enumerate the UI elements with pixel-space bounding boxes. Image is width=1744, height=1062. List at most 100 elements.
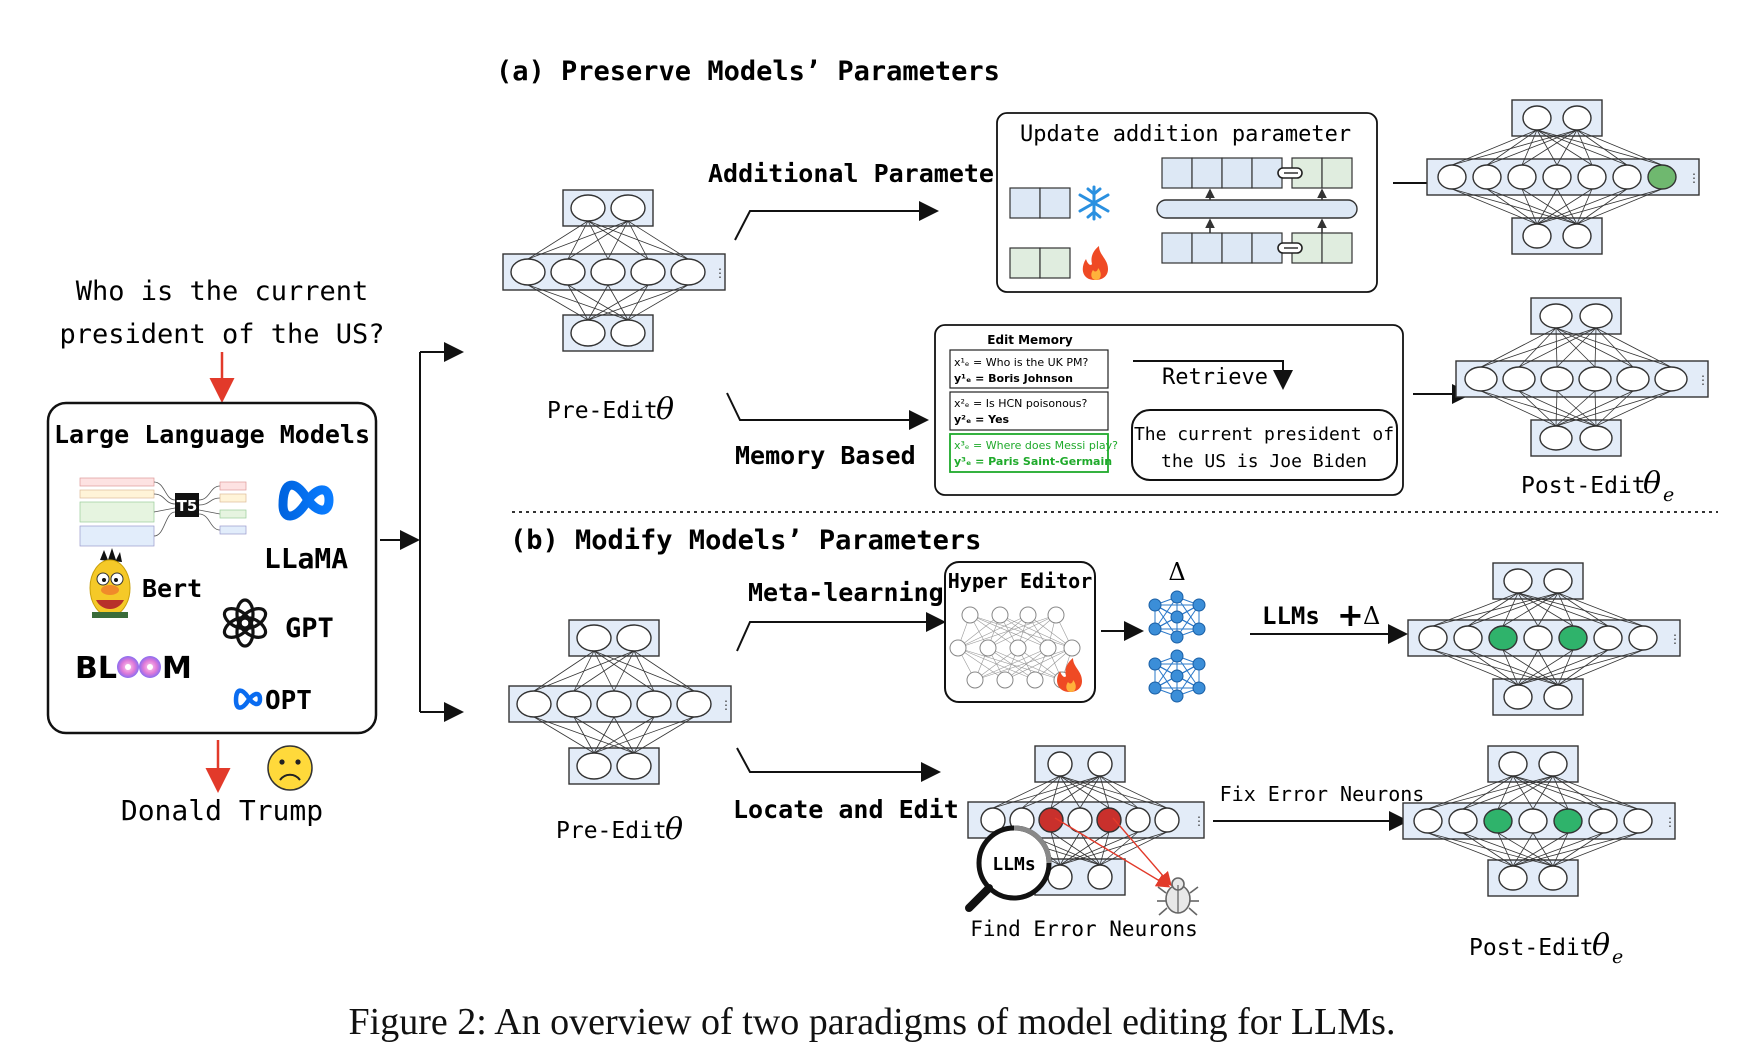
neuron (1087, 864, 1113, 890)
memory-entry-1-y: y¹ₑ = Boris Johnson (954, 372, 1073, 385)
edge (1480, 327, 1597, 368)
neuron (1498, 865, 1528, 891)
edge (567, 284, 589, 321)
edge (1050, 775, 1061, 809)
delta-network-icon-1 (1148, 590, 1206, 644)
edge (633, 650, 655, 692)
param-bar (1156, 199, 1358, 219)
edge (1536, 129, 1593, 166)
edge (1556, 390, 1597, 427)
post-edit-theta-sub-a: e (1663, 484, 1674, 506)
edge (593, 716, 695, 754)
neuron (991, 606, 1009, 624)
neuron (1096, 807, 1122, 833)
edge (1536, 129, 1558, 166)
neuron (1553, 808, 1583, 834)
neuron (1543, 568, 1573, 594)
neuron (1522, 105, 1552, 131)
edge (1552, 832, 1604, 867)
edge (1517, 649, 1644, 686)
edge (957, 614, 1057, 649)
neuron (1503, 684, 1533, 710)
neuron (1087, 751, 1113, 777)
edge (1467, 649, 1519, 686)
magnifier-icon (965, 825, 1052, 912)
neuron (1579, 303, 1613, 329)
edge (567, 220, 629, 260)
neuron (1453, 625, 1483, 651)
neuron (630, 258, 666, 286)
neuron (1488, 625, 1518, 651)
edge (1536, 188, 1628, 225)
edge (1486, 129, 1578, 166)
edge (1502, 649, 1519, 686)
neuron (1047, 864, 1073, 890)
ellipsis-dots: ⋮ (1688, 171, 1700, 185)
bloom-label-pre: BL (75, 651, 117, 686)
memory-entry-2: x²ₑ = Is HCN poisonous? y²ₑ = Yes (949, 391, 1109, 431)
neuron (1540, 366, 1574, 392)
edge (633, 716, 695, 754)
edge (1555, 390, 1596, 427)
edge (1004, 647, 1049, 681)
neuron (1578, 366, 1612, 392)
param-block-top (1161, 157, 1353, 189)
neuron (1026, 671, 1044, 689)
neuron (1472, 164, 1502, 190)
neuron (1593, 625, 1623, 651)
edge (1480, 390, 1597, 427)
edge (607, 220, 629, 260)
edge (987, 614, 1057, 649)
plus-sign: + (1337, 596, 1364, 634)
post-edit-network-memory: ⋮ (1455, 297, 1709, 457)
neuron (556, 690, 592, 718)
neuron (676, 690, 712, 718)
edge (1059, 831, 1081, 866)
neuron (510, 258, 546, 286)
paperclip-icon (1277, 167, 1303, 179)
edge (1502, 592, 1519, 627)
neuron (1464, 366, 1498, 392)
param-block-bottom (1161, 232, 1353, 264)
edge (593, 716, 655, 754)
neuron (670, 258, 706, 286)
figure-caption: Figure 2: An overview of two paradigms o… (348, 1001, 1396, 1043)
edge (1576, 188, 1593, 225)
edge (527, 220, 629, 260)
edge (987, 647, 1063, 681)
edge (1537, 649, 1559, 686)
edge (1059, 775, 1081, 809)
edge (1576, 129, 1663, 166)
neuron (1616, 366, 1650, 392)
neuron (1507, 164, 1537, 190)
neuron (1047, 606, 1065, 624)
edge (1521, 188, 1538, 225)
neuron (1192, 657, 1206, 671)
neuron (1125, 807, 1151, 833)
edge (1517, 592, 1539, 627)
retrieved-answer-box (1131, 409, 1398, 481)
edge (1521, 129, 1578, 166)
edge (1480, 390, 1557, 427)
edge (1059, 831, 1110, 866)
post-edit-label-b: Post-Edit (1469, 935, 1594, 961)
edge (1555, 327, 1596, 368)
edge (1512, 832, 1604, 867)
neuron (516, 690, 552, 718)
pre-edit-theta-b: θ (665, 812, 683, 847)
edge (1552, 775, 1604, 810)
edge (1497, 832, 1554, 867)
edge (573, 716, 595, 754)
sad-face-icon (267, 745, 313, 791)
edge (1555, 390, 1558, 427)
gpt-label: GPT (285, 613, 334, 644)
edge (1497, 775, 1514, 810)
edge (1536, 188, 1593, 225)
edge (1486, 129, 1538, 166)
edge (1532, 775, 1554, 810)
error-pointer-lines (1054, 817, 1172, 888)
edge (527, 284, 589, 321)
edge (1555, 327, 1672, 368)
neuron (1588, 808, 1618, 834)
opt-label: OPT (265, 686, 312, 716)
